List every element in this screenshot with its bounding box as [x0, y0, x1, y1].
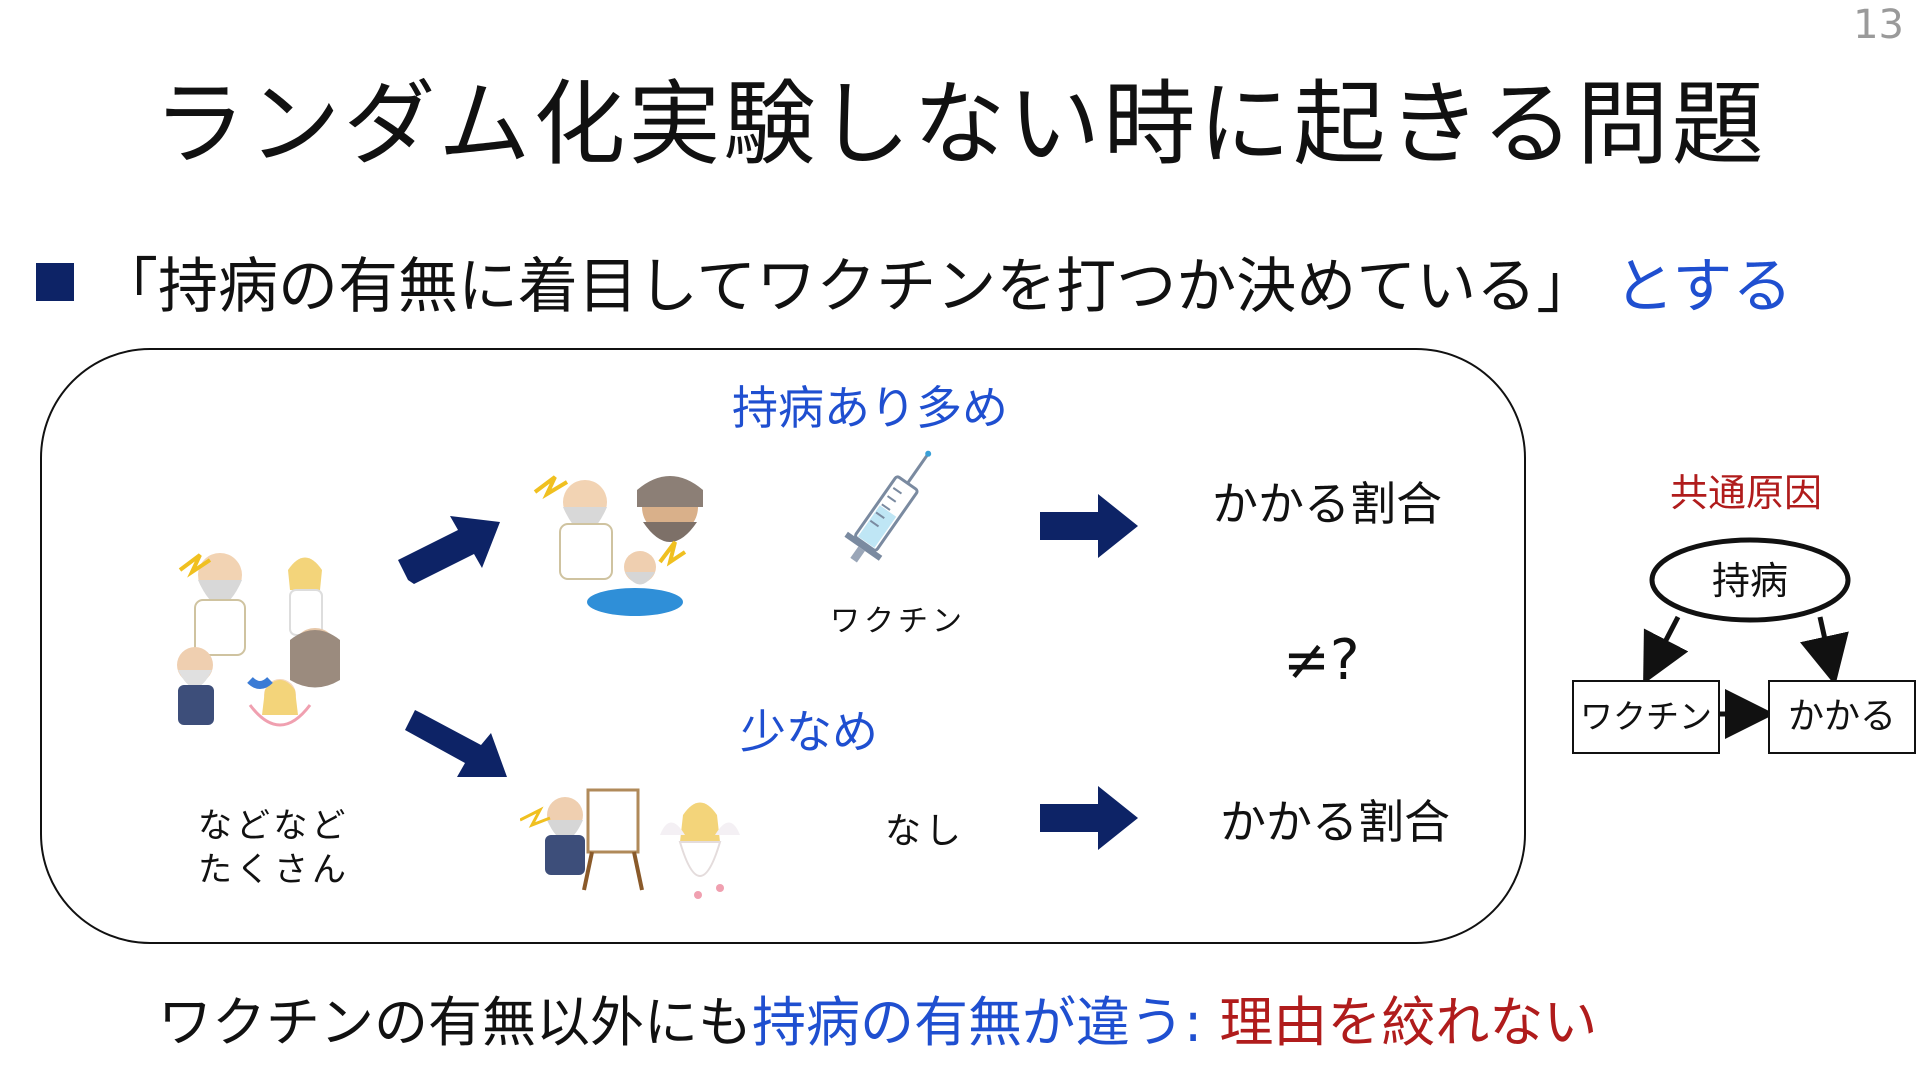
dag-treatment-node: ワクチン	[1572, 680, 1720, 754]
conclusion-part1: ワクチンの有無以外にも	[158, 991, 752, 1054]
no-vaccine-label: なし	[885, 811, 966, 852]
conclusion-text: ワクチンの有無以外にも持病の有無が違う: 理由を絞れない	[158, 978, 1597, 1057]
conclusion-part3: 理由を絞れない	[1219, 991, 1598, 1054]
lower-outcome-label: かかる割合	[1220, 795, 1450, 849]
conclusion-part2: 持病の有無が違う	[752, 991, 1184, 1054]
arrow-down-right-icon	[405, 710, 507, 777]
syringe-icon	[844, 450, 932, 563]
crowd-illustration-icon	[177, 553, 340, 727]
upper-group-label: 持病あり多め	[732, 381, 1008, 435]
dag-title: 共通原因	[1670, 471, 1823, 515]
arrow-right-lower-icon	[1040, 786, 1138, 850]
upper-outcome-label: かかる割合	[1212, 477, 1442, 531]
crowd-label-line2: たくさん	[198, 850, 350, 890]
crowd-label-line1: などなど	[198, 806, 350, 846]
lower-group-label: 少なめ	[740, 705, 878, 759]
bullet-highlight-text: とする	[1614, 252, 1793, 322]
page-number: 13	[1853, 2, 1904, 48]
bullet-square-icon	[36, 263, 74, 301]
slide-title: ランダム化実験しない時に起きる問題	[153, 71, 1767, 178]
conclusion-separator: :	[1184, 991, 1220, 1054]
lower-group-illustration-icon	[520, 788, 740, 899]
arrow-up-right-icon	[398, 516, 500, 584]
dag-edges-icon	[1643, 537, 1851, 739]
upper-group-illustration-icon	[533, 475, 703, 616]
diagram-frame	[40, 348, 1526, 944]
dag-confounder-node: 持病	[1711, 559, 1788, 603]
vaccine-label: ワクチン	[830, 604, 966, 639]
comparison-symbol: ≠?	[1283, 628, 1360, 693]
arrow-right-upper-icon	[1040, 494, 1138, 558]
bullet-row: 「持病の有無に着目してワクチンを打つか決めている」とする	[36, 238, 1792, 325]
bullet-main-text: 「持病の有無に着目してワクチンを打つか決めている」	[98, 252, 1597, 322]
dag-outcome-node: かかる	[1768, 680, 1916, 754]
